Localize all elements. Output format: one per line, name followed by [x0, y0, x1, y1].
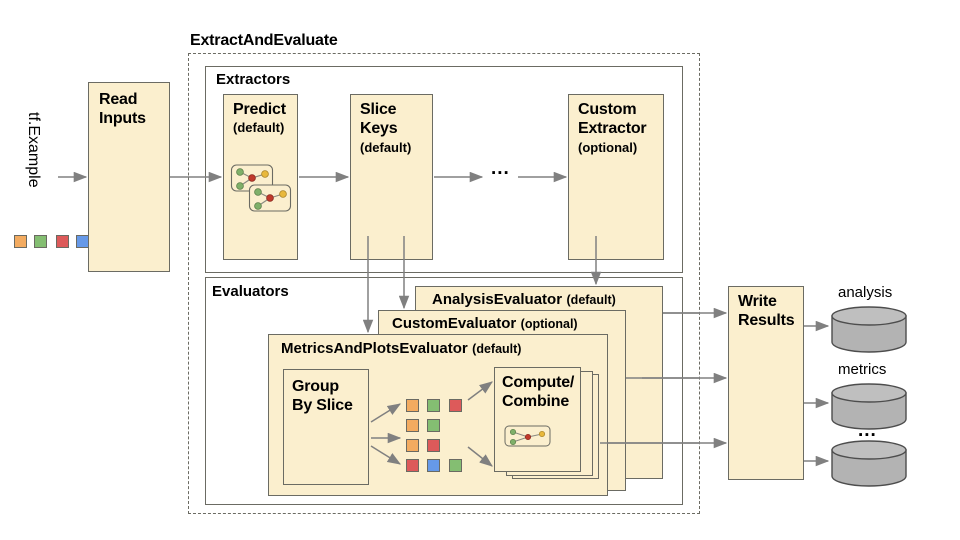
extractor-predict-qualifier: (default) — [233, 120, 285, 135]
analysis-evaluator-title: AnalysisEvaluator (default) — [432, 291, 616, 309]
extractor-slice-keys-title-line1: Slice — [360, 101, 397, 118]
extractor-slice-keys-title-line2: Keys — [360, 120, 398, 137]
write-results-line1: Write — [738, 293, 777, 310]
slice-swatch — [427, 419, 440, 432]
extractor-predict-node[interactable]: Predict (default) — [223, 94, 298, 260]
write-results-line2: Results — [738, 312, 795, 329]
slice-swatch — [449, 399, 462, 412]
metrics-store-icon[interactable] — [830, 383, 908, 431]
predict-graph-icon — [230, 164, 292, 212]
slice-swatch — [427, 439, 440, 452]
read-inputs-node[interactable]: Read Inputs — [88, 82, 170, 272]
group-by-slice-line1: Group — [292, 378, 339, 395]
compute-combine-node[interactable]: Compute/ Combine — [494, 367, 581, 472]
custom-evaluator-qualifier: (optional) — [520, 317, 578, 331]
analysis-evaluator-qualifier: (default) — [566, 293, 616, 307]
extractor-predict-title: Predict — [233, 101, 286, 118]
extractor-custom-node[interactable]: Custom Extractor (optional) — [568, 94, 664, 260]
read-inputs-label-line1: Read — [99, 91, 138, 108]
compute-combine-line2: Combine — [502, 393, 570, 410]
write-results-node[interactable]: Write Results — [728, 286, 804, 480]
extractor-slice-keys-qualifier: (default) — [360, 140, 412, 155]
custom-evaluator-title-text: CustomEvaluator — [392, 315, 517, 332]
other-store-label: ... — [858, 420, 877, 441]
group-by-slice-node[interactable]: Group By Slice — [283, 369, 369, 485]
slice-swatch — [427, 399, 440, 412]
metrics-and-plots-evaluator-qualifier: (default) — [472, 342, 522, 356]
slice-swatch — [406, 459, 419, 472]
extract-and-evaluate-container — [188, 53, 700, 514]
other-store-icon[interactable] — [830, 440, 908, 488]
group-by-slice-line2: By Slice — [292, 397, 353, 414]
input-swatch-orange — [14, 235, 27, 248]
evaluators-label: Evaluators — [212, 283, 289, 300]
analysis-store-label: analysis — [838, 284, 893, 301]
slice-swatch — [406, 439, 419, 452]
input-swatch-red — [56, 235, 69, 248]
slice-swatch — [406, 419, 419, 432]
evaluators-group — [205, 277, 683, 505]
extractor-custom-qualifier: (optional) — [578, 140, 638, 155]
extractors-group — [205, 66, 683, 273]
slice-swatch — [427, 459, 440, 472]
read-inputs-label-line2: Inputs — [99, 110, 146, 127]
extractors-label: Extractors — [216, 71, 291, 88]
compute-combine-line1: Compute/ — [502, 374, 575, 391]
extractor-custom-title-line2: Extractor — [578, 120, 647, 137]
metrics-and-plots-evaluator-title: MetricsAndPlotsEvaluator (default) — [281, 340, 521, 358]
input-swatch-green — [34, 235, 47, 248]
compute-combine-graph-icon — [504, 425, 551, 447]
extractor-slice-keys-node[interactable]: Slice Keys (default) — [350, 94, 433, 260]
metrics-and-plots-evaluator-title-text: MetricsAndPlotsEvaluator — [281, 340, 468, 357]
slice-swatch — [406, 399, 419, 412]
extract-and-evaluate-title: ExtractAndEvaluate — [190, 32, 338, 49]
extractors-ellipsis: ... — [491, 158, 510, 179]
input-label: tf.Example — [24, 112, 44, 222]
extractor-custom-title-line1: Custom — [578, 101, 637, 118]
analysis-store-icon[interactable] — [830, 306, 908, 354]
analysis-evaluator-title-text: AnalysisEvaluator — [432, 291, 563, 308]
custom-evaluator-title: CustomEvaluator (optional) — [392, 315, 578, 333]
metrics-store-label: metrics — [838, 361, 887, 378]
slice-swatch — [449, 459, 462, 472]
input-label-text: tf.Example — [25, 112, 42, 188]
